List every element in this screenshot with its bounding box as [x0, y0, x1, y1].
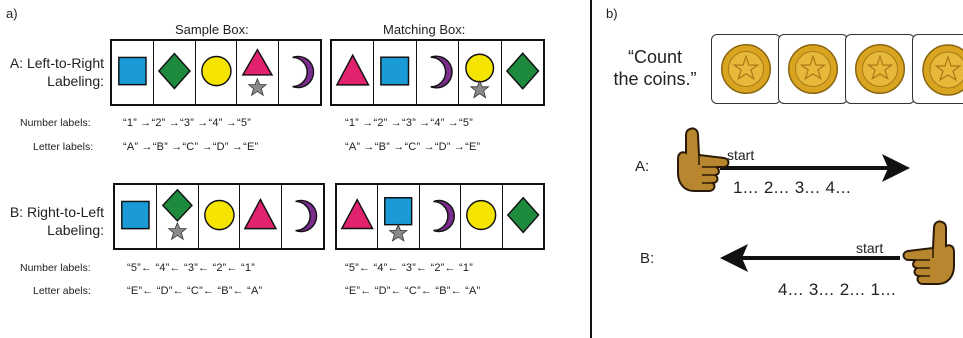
square-with-star-shape [378, 185, 420, 248]
start-label-b: start [856, 240, 884, 256]
count-condition-a-label: A: [635, 158, 650, 175]
coin-icon [854, 43, 906, 95]
left-arrow [720, 244, 900, 272]
diamond-with-star-shape [157, 185, 199, 248]
sample-number-labels-a: “1” →“2” →“3” →“4” →“5” [123, 117, 252, 129]
count-sequence-a: 1... 2... 3... 4... [733, 178, 852, 197]
coin-card [912, 34, 963, 104]
matching-box-title: Matching Box: [383, 22, 466, 37]
coin-card [778, 34, 848, 104]
condition-a-label: A: Left-to-Right Labeling: [9, 55, 104, 89]
matching-box-b [335, 183, 545, 250]
sample-box-title: Sample Box: [175, 22, 249, 37]
start-label-a: start [727, 147, 755, 163]
triangle-shape [240, 185, 283, 248]
matching-number-labels-b: “5”← “4”← “3”← “2”← “1” [345, 262, 474, 274]
triangle-shape [337, 185, 379, 248]
moon-shape [417, 41, 460, 104]
right-arrow [720, 154, 910, 182]
number-labels-caption-b: Number labels: [20, 262, 91, 274]
moon-shape [279, 41, 320, 104]
circle-shape [461, 185, 503, 248]
moon-shape [282, 185, 323, 248]
panel-b-label: b) [606, 6, 618, 21]
letter-labels-caption-a: Letter labels: [33, 141, 94, 153]
square-shape [112, 41, 154, 104]
coin-card [711, 34, 781, 104]
sample-box-b [113, 183, 325, 250]
matching-letter-labels-b: “E”← “D”← “C”← “B”← “A” [345, 285, 481, 297]
square-shape [115, 185, 157, 248]
sample-box-a [110, 39, 322, 106]
square-shape [374, 41, 417, 104]
pointing-hand-icon [677, 127, 730, 192]
sample-letter-labels-b: “E”← “D”← “C”← “B”← “A” [127, 285, 263, 297]
coin-icon [787, 43, 839, 95]
diamond-shape [502, 41, 543, 104]
coin-card [845, 34, 915, 104]
panel-divider [590, 0, 592, 338]
count-condition-b-label: B: [640, 250, 655, 267]
circle-shape [199, 185, 241, 248]
sample-number-labels-b: “5”← “4”← “3”← “2”← “1” [127, 262, 256, 274]
coin-icon [720, 43, 772, 95]
number-labels-caption-a: Number labels: [20, 117, 91, 129]
panel-a-label: a) [6, 6, 18, 21]
condition-b-label: B: Right-to-Left Labeling: [9, 204, 104, 238]
pointing-hand-icon [902, 220, 955, 285]
matching-letter-labels-a: “A” →“B” →“C” →“D” →“E” [345, 141, 481, 153]
triangle-with-star-shape [237, 41, 280, 104]
circle-with-star-shape [459, 41, 502, 104]
sample-letter-labels-a: “A” →“B” →“C” →“D” →“E” [123, 141, 259, 153]
coin-icon [922, 44, 963, 96]
letter-labels-caption-b: Letter abels: [33, 285, 91, 297]
triangle-shape [332, 41, 375, 104]
count-sequence-b: 4... 3... 2... 1... [778, 280, 897, 299]
moon-shape [420, 185, 462, 248]
diamond-shape [503, 185, 543, 248]
matching-box-a [330, 39, 545, 106]
instruction-quote: “Count the coins.” [613, 47, 697, 89]
matching-number-labels-a: “1” →“2” →“3” →“4” →“5” [345, 117, 474, 129]
circle-shape [196, 41, 238, 104]
diamond-shape [154, 41, 196, 104]
